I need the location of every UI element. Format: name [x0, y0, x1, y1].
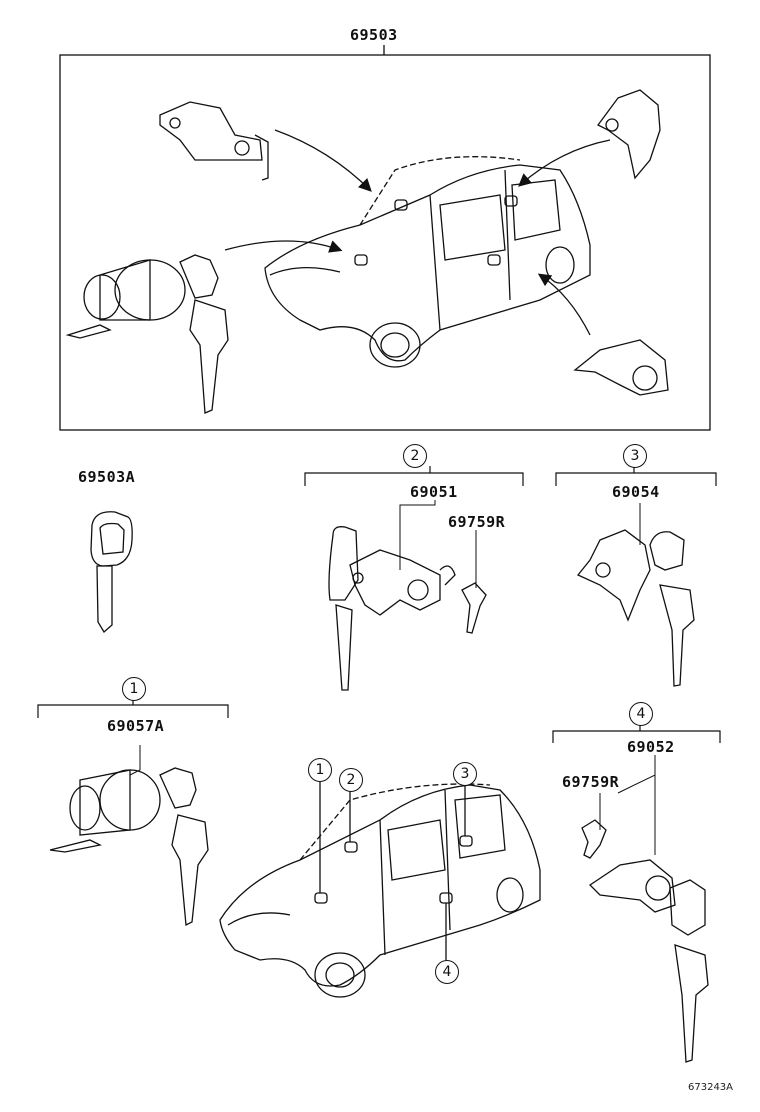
lock-part-number-2: 69051	[410, 483, 458, 501]
arrows-top	[224, 129, 611, 336]
lock-part-number-4: 69052	[627, 738, 675, 756]
callout-4: 4	[629, 702, 653, 726]
ignition-set-69057A	[49, 767, 209, 927]
car-callout-4: 4	[435, 960, 459, 984]
retainer-69759R-group4	[581, 819, 607, 859]
set-part-number-1: 69057A	[107, 717, 165, 735]
ignition-cylinder-top	[65, 254, 229, 414]
car-callout-1: 1	[308, 758, 332, 782]
lock-cylinder-rear-top	[597, 89, 661, 180]
lock-set-69052	[588, 859, 709, 1063]
retainer-part-number-4: 69759R	[562, 773, 620, 791]
lock-part-number-3: 69054	[612, 483, 660, 501]
callout-1: 1	[122, 677, 146, 701]
key-part-number: 69503A	[78, 468, 136, 486]
lock-set-69054	[576, 529, 695, 687]
car-illustration-bottom	[219, 780, 541, 998]
bracket-lines	[37, 466, 721, 743]
leader-lines	[129, 500, 656, 855]
lock-set-69051	[328, 526, 456, 691]
callout-2: 2	[403, 444, 427, 468]
key-69503A	[90, 511, 133, 634]
car-callout-3: 3	[453, 762, 477, 786]
callout-3: 3	[623, 444, 647, 468]
car-callout-2: 2	[339, 768, 363, 792]
assembly-part-number: 69503	[350, 26, 398, 44]
retainer-69759R-group2	[461, 582, 487, 634]
reference-code: 673243A	[688, 1082, 734, 1093]
assembly-frame	[59, 45, 711, 431]
retainer-part-number-2: 69759R	[448, 513, 506, 531]
lock-cylinder-door-top	[573, 339, 669, 396]
lock-cylinder-hood-top	[159, 101, 269, 181]
car-illustration-top	[264, 156, 591, 368]
